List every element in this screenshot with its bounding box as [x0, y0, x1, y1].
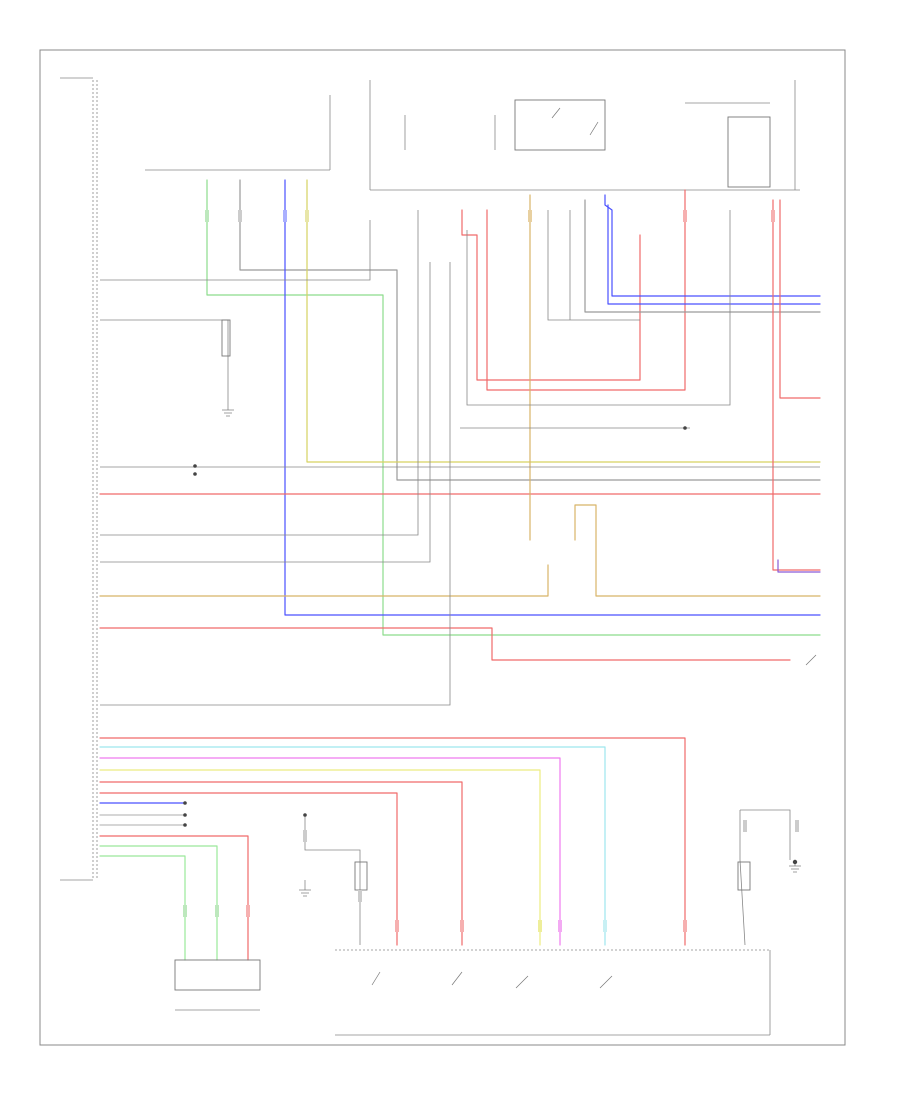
wire-gray-mid-1	[547, 210, 640, 321]
connector-pin-icon	[771, 210, 775, 222]
connector-pin-icon	[215, 905, 219, 917]
sensor-box	[174, 959, 261, 991]
wire-red-row-2	[99, 627, 791, 661]
connector-pin-icon	[603, 920, 607, 932]
wire-gray-mid-3	[466, 210, 731, 406]
switch-module	[174, 949, 771, 1036]
top-fuse-area	[145, 80, 800, 191]
diagram-border	[39, 49, 846, 1046]
wire-tan-row	[99, 564, 549, 597]
splice-dot-icon	[683, 426, 687, 430]
switch-contact-icon	[805, 654, 817, 666]
wire-gray-mid-5	[100, 210, 419, 536]
resistor-icon	[221, 319, 231, 357]
wire-green-1	[206, 179, 821, 636]
wire-red-low-1	[99, 737, 686, 946]
wire-gray-right	[584, 199, 821, 313]
connector-pin-icon	[358, 890, 362, 902]
wire-blue-2	[604, 194, 821, 297]
connector-pin-icon	[538, 920, 542, 932]
switch-contact-icon	[451, 971, 463, 986]
wire-red-right-2	[779, 199, 821, 399]
connector-pin-icon	[238, 210, 242, 222]
ground-icon	[299, 880, 311, 897]
splice-dot-icon	[183, 813, 187, 817]
connector-pin-icon	[305, 210, 309, 222]
connector-pin-icon	[395, 920, 399, 932]
switch-contacts	[371, 107, 817, 989]
connector-pin-icon	[183, 905, 187, 917]
switch-contact-icon	[551, 107, 561, 119]
wire-pink-low	[99, 757, 561, 946]
wire-gray-low-2	[739, 810, 746, 946]
wire-gray-mid-4	[100, 262, 431, 563]
resistor-icon	[354, 861, 368, 891]
connector-pin-icon	[795, 820, 799, 832]
wire-blue-3	[607, 204, 821, 305]
relay-box	[514, 99, 606, 151]
resistor-icon	[737, 861, 751, 891]
wire-red-loop-2	[486, 189, 686, 391]
wire-green-low-2	[99, 855, 186, 961]
ground-icon	[222, 400, 234, 417]
grounds	[222, 400, 801, 897]
wire-red-low-3	[99, 792, 398, 946]
wire-red-right	[772, 199, 821, 571]
relay-coil	[727, 116, 771, 188]
wire-red-low-4	[99, 835, 249, 961]
left-module	[60, 77, 98, 881]
switch-contact-icon	[515, 975, 529, 989]
connector-pin-icon	[683, 210, 687, 222]
wire-yellow-1	[306, 179, 821, 463]
splice-dot-icon	[792, 859, 798, 865]
wire-gray-low-3	[740, 809, 791, 860]
connector-pin-icon	[558, 920, 562, 932]
wire-tan-2	[574, 504, 821, 597]
wire-purple-right	[777, 559, 821, 573]
wire-gray-low-1	[304, 815, 361, 945]
wire-gray-1	[239, 179, 821, 481]
connector-pins	[183, 210, 799, 932]
connector-pin-icon	[743, 820, 747, 832]
splice-dots	[183, 426, 798, 865]
wire-gray-mid-9	[100, 220, 371, 281]
switch-contact-icon	[371, 971, 381, 986]
connector-pin-icon	[205, 210, 209, 222]
splice-dot-icon	[183, 801, 187, 805]
splice-dot-icon	[303, 813, 307, 817]
wire-green-low-1	[99, 845, 218, 961]
connector-pin-icon	[528, 210, 532, 222]
wire-red-loop-1	[461, 209, 641, 381]
connector-pin-icon	[246, 905, 250, 917]
splice-dot-icon	[193, 464, 197, 468]
splice-dot-icon	[193, 472, 197, 476]
wires	[99, 179, 821, 961]
wire-blue-1	[284, 179, 821, 616]
splice-dot-icon	[183, 823, 187, 827]
connector-pin-icon	[303, 830, 307, 842]
wire-cyan-low	[99, 746, 606, 946]
wire-yellow-low	[99, 769, 541, 946]
wire-red-low-2	[99, 781, 463, 946]
connector-pin-icon	[683, 920, 687, 932]
wire-gray-mid-8	[100, 319, 229, 400]
switch-contact-icon	[599, 975, 613, 989]
wire-gray-mid-6	[100, 262, 451, 706]
coil-symbols	[221, 319, 751, 891]
switch-contact-icon	[589, 121, 599, 136]
connector-pin-icon	[460, 920, 464, 932]
connector-pin-icon	[283, 210, 287, 222]
